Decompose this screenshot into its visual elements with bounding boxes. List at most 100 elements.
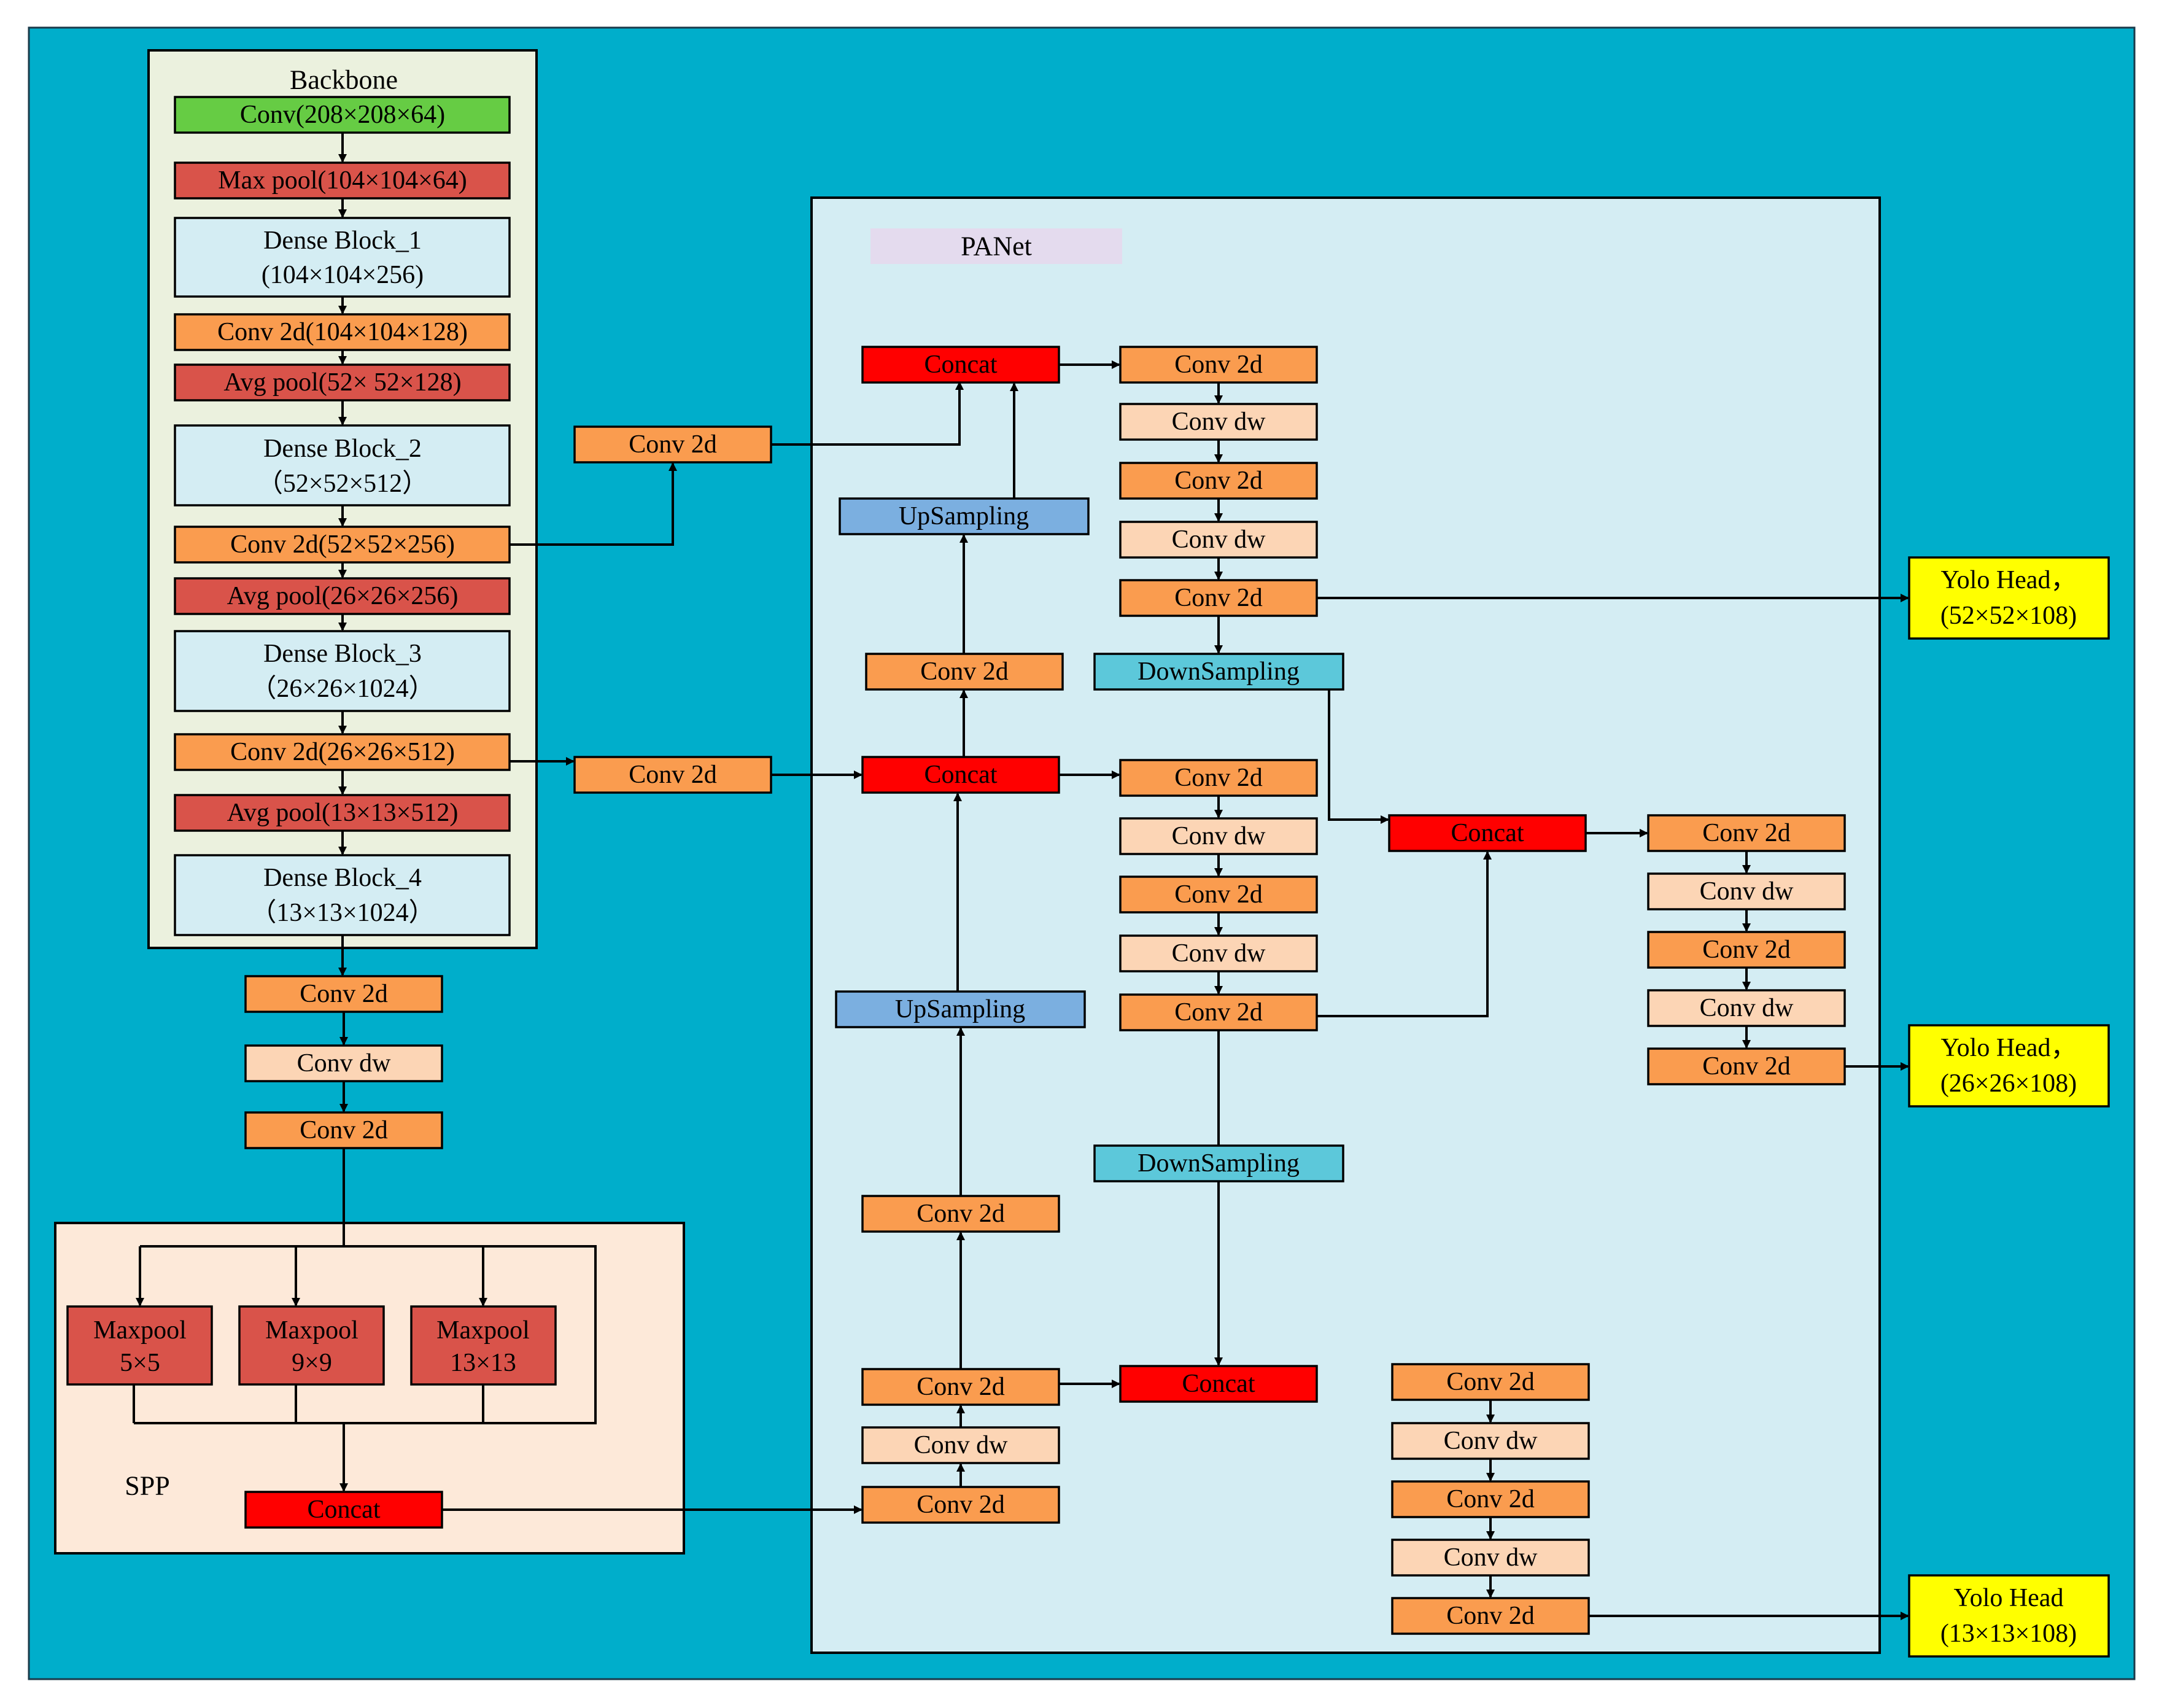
panet-downsampling-low-box [1093, 1144, 1344, 1182]
yolo-head-26-shape: (26×26×108) [1940, 1069, 2077, 1098]
yolo-head-52-box [1908, 556, 2110, 640]
spp-concat-label: Concat [308, 1496, 381, 1524]
panet-b26-conv2d-1-label: Conv 2d [1174, 764, 1263, 792]
panet-b26-conv-dw-1-box [1119, 817, 1318, 855]
dense-block-4-name: Dense Block_4 [263, 864, 422, 892]
spp-maxpool-13-name: Maxpool [436, 1316, 530, 1345]
backbone-avg-pool-1-label: Avg pool(52× 52×128) [223, 368, 461, 397]
spp-concat-box [244, 1491, 443, 1529]
panet-concat-low-label: Concat [1182, 1370, 1255, 1398]
panet-b26-conv-dw-1-label: Conv dw [1172, 822, 1266, 850]
spp-maxpool-5-name: Maxpool [93, 1316, 187, 1345]
panet-upsampling-top-label: UpSampling [899, 502, 1029, 530]
spp-maxpool-9-name: Maxpool [265, 1316, 359, 1345]
bridge-conv2d-26-label: Conv 2d [629, 761, 717, 789]
yolo-head-52-name: Yolo Head， [1941, 566, 2077, 594]
dense-block-3-shape: （26×26×1024） [250, 675, 434, 703]
panet-h13-conv-dw-2-box [1391, 1539, 1590, 1577]
spp-maxpool-5-box [66, 1305, 213, 1386]
bridge-arrows [442, 381, 964, 1514]
panet-h26-conv2d-2-label: Conv 2d [1702, 936, 1791, 964]
spp-maxpool-9-size: 9×9 [292, 1349, 332, 1377]
panet-h26-conv2d-2-box [1647, 931, 1846, 969]
panet-b26-conv-dw-2-label: Conv dw [1172, 939, 1266, 968]
panet-b52-conv2d-2-label: Conv 2d [1174, 467, 1263, 495]
spp-maxpool-13-box [410, 1305, 557, 1386]
spp-maxpool-13-size: 13×13 [450, 1349, 516, 1377]
backbone-avg-pool-2-box [174, 577, 511, 615]
dense-block-1-box [174, 217, 511, 298]
panet-b26-conv2d-2-label: Conv 2d [1174, 880, 1263, 909]
panet-h26-conv2d-1-box [1647, 814, 1846, 852]
panet-b52-conv-dw-1-label: Conv dw [1172, 408, 1266, 436]
dense-block-2-box [174, 424, 511, 507]
panet-concat-right-label: Concat [1451, 819, 1524, 847]
panet-concat-right-box [1388, 814, 1587, 852]
backbone-title: Backbone [290, 65, 398, 95]
panet-spp-conv2d-bottom-label: Conv 2d [917, 1491, 1005, 1519]
panet-b52-conv-dw-2-label: Conv dw [1172, 526, 1266, 554]
panet-downsampling-top-label: DownSampling [1138, 658, 1300, 686]
panet-h13-conv2d-1-box [1391, 1363, 1590, 1401]
yolo-head-26-name: Yolo Head， [1941, 1034, 2077, 1062]
panet-downsampling-low-label: DownSampling [1138, 1149, 1300, 1178]
spp-maxpool-9-box [238, 1305, 385, 1386]
panet-b26-conv2d-2-box [1119, 875, 1318, 914]
backbone-conv2d-2-label: Conv 2d(52×52×256) [230, 530, 455, 559]
panet-b26-conv2d-3-label: Conv 2d [1174, 998, 1263, 1027]
backbone-avg-pool-3-label: Avg pool(13×13×512) [227, 799, 459, 827]
neck-conv2d-a-label: Conv 2d [300, 980, 388, 1008]
panet-spp-conv-dw-box [861, 1426, 1060, 1464]
neck-conv-dw-box [244, 1044, 443, 1082]
yolo-head-52-shape: (52×52×108) [1940, 602, 2077, 630]
panet-title-tag [870, 228, 1122, 264]
backbone-conv-label: Conv(208×208×64) [240, 101, 445, 129]
neck-conv2d-a-box [244, 975, 443, 1013]
panet-concat-low-box [1119, 1365, 1318, 1403]
spp-label: SPP [125, 1471, 169, 1501]
panet-b52-conv2d-1-box [1119, 346, 1318, 384]
panet-b52-conv2d-2-box [1119, 462, 1318, 500]
panet-h26-conv-dw-1-label: Conv dw [1700, 877, 1794, 906]
panet-conv2d-up1-box [865, 653, 1064, 691]
panet-b52-conv2d-3-box [1119, 579, 1318, 617]
panet-upsampling-low-label: UpSampling [895, 995, 1025, 1023]
panet-concat-top-box [861, 346, 1060, 384]
dense-block-3-box [174, 630, 511, 712]
panet-title: PANet [961, 231, 1032, 262]
spp-maxpool-5-size: 5×5 [120, 1349, 160, 1377]
dense-block-1-shape: (104×104×256) [262, 261, 424, 289]
panet-h13-conv2d-1-label: Conv 2d [1446, 1368, 1535, 1396]
panet-h13-conv2d-3-label: Conv 2d [1446, 1602, 1535, 1630]
dense-block-4-box [174, 854, 511, 936]
bridge-conv2d-52-label: Conv 2d [629, 430, 717, 459]
dense-block-2-name: Dense Block_2 [263, 435, 422, 463]
dense-block-3-name: Dense Block_3 [263, 640, 422, 668]
backbone-max-pool-label: Max pool(104×104×64) [218, 166, 467, 195]
yolo-head-26-box [1908, 1024, 2110, 1108]
backbone-avg-pool-3-box [174, 794, 511, 832]
panet-h26-conv-dw-2-label: Conv dw [1700, 994, 1794, 1022]
bridge-conv2d-26-box [573, 756, 772, 794]
panet-h13-conv-dw-2-label: Conv dw [1444, 1543, 1538, 1572]
yolo-head-13-box [1908, 1574, 2110, 1658]
panet-b26-conv2d-1-box [1119, 759, 1318, 797]
backbone-avg-pool-1-box [174, 363, 511, 402]
panet-b52-conv2d-1-label: Conv 2d [1174, 351, 1263, 379]
panet-h26-conv2d-1-label: Conv 2d [1702, 819, 1791, 847]
panet-downsampling-top-box [1093, 653, 1344, 691]
panet-h26-conv2d-3-label: Conv 2d [1702, 1052, 1791, 1081]
panet-b26-conv-dw-2-box [1119, 934, 1318, 972]
backbone-conv2d-3-label: Conv 2d(26×26×512) [230, 738, 455, 766]
panet-panel [810, 196, 1881, 1654]
panet-arrows [953, 360, 1909, 1620]
panet-concat-mid-label: Concat [924, 761, 998, 789]
panet-h26-conv-dw-1-box [1647, 872, 1846, 910]
panet-conv2d-up2-label: Conv 2d [917, 1200, 1005, 1228]
dense-block-1-name: Dense Block_1 [263, 227, 422, 255]
panet-spp-conv-dw-label: Conv dw [914, 1431, 1009, 1459]
panet-concat-top-label: Concat [924, 351, 998, 379]
neck-conv2d-b-label: Conv 2d [300, 1116, 388, 1144]
yolo-head-13-shape: (13×13×108) [1940, 1620, 2077, 1648]
